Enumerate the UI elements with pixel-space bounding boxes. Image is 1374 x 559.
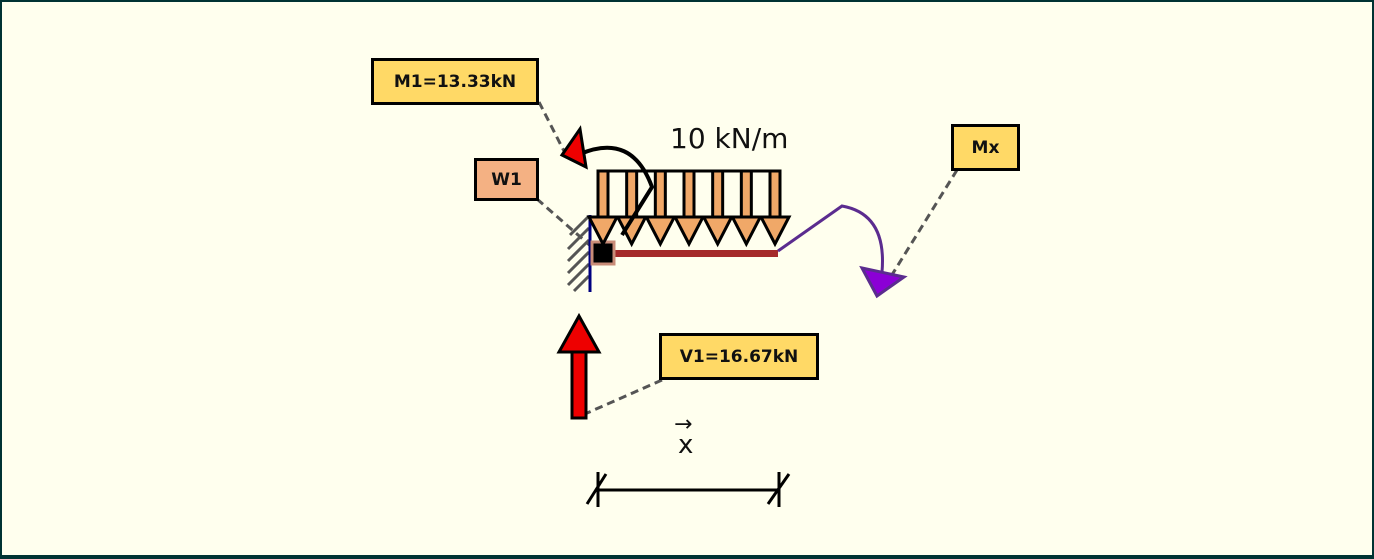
dimension-symbol: x	[678, 430, 694, 460]
beam	[614, 250, 778, 257]
m1-moment-arc	[579, 145, 655, 237]
vector-arrow-icon: →	[674, 412, 693, 437]
dimension-slash-left	[585, 473, 608, 505]
mx-label: Mx	[951, 124, 1020, 171]
v1-reaction-shaft	[570, 350, 588, 420]
w1-label: W1	[474, 158, 539, 201]
distributed-load	[586, 169, 792, 248]
distributed-load-arrow-shaft	[739, 169, 753, 219]
distributed-load-arrowhead	[672, 215, 706, 248]
m1-leader-line	[537, 101, 569, 158]
distributed-load-arrowhead	[729, 215, 763, 248]
v1-reaction-arrowhead	[556, 312, 602, 354]
distributed-load-arrowhead	[643, 215, 677, 248]
fixed-support-hatch	[566, 214, 591, 293]
mx-moment-arc	[777, 204, 884, 273]
mx-moment-arrowhead	[859, 265, 908, 299]
distributed-load-arrowhead	[758, 215, 792, 248]
v1-leader-line	[577, 378, 663, 419]
distributed-load-arrowhead	[586, 215, 620, 248]
v1-label: V1=16.67kN	[659, 333, 819, 380]
dimension-line	[585, 472, 791, 507]
distributed-load-arrow-shaft	[596, 169, 610, 219]
distributed-load-label: 10 kN/m	[670, 122, 789, 155]
dimension-slash-right	[766, 473, 791, 505]
m1-moment-arrowhead	[559, 125, 588, 170]
mx-leader-line	[888, 169, 959, 279]
distributed-load-arrowhead	[701, 215, 735, 248]
m1-label: M1=13.33kN	[371, 58, 539, 105]
distributed-load-arrow-shaft	[653, 169, 667, 219]
distributed-load-arrow-shaft	[768, 169, 782, 219]
distributed-load-arrow-shaft	[625, 169, 639, 219]
distributed-load-arrow-shaft	[682, 169, 696, 219]
distributed-load-arrow-shaft	[711, 169, 725, 219]
